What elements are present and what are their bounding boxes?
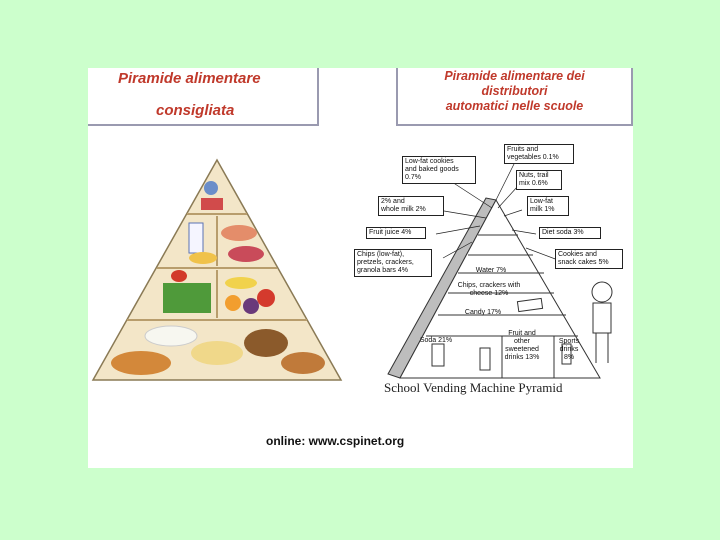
rice-food [144,325,198,347]
callout-lowfat-cookies: Low-fat cookies and baked goods 0.7% [402,156,476,184]
apple-food [257,289,275,307]
vegetables-food [163,283,211,313]
child-figure [591,281,613,363]
callout-text: whole milk 2% [381,206,426,213]
right-title-box: Piramide alimentare dei distributori aut… [396,68,633,126]
fish-food [221,225,257,241]
callout-text: 0.7% [405,174,421,181]
callout-text: Low-fat cookies [405,158,454,165]
vending-pyramid-title: School Vending Machine Pyramid [384,380,563,395]
sports-bottle [561,343,572,365]
left-title-line2: consigliata [156,102,235,119]
band-text: sweetened [505,346,539,353]
banana-food [225,277,257,289]
callout-text: and baked goods [405,166,459,173]
drink-bottle [479,347,491,371]
right-title-line3: automatici nelle scuole [445,99,584,113]
food-pyramid-illustration [91,158,343,381]
callout-whole-milk: 2% and whole milk 2% [378,196,444,216]
slide-content: Piramide alimentare consigliata Piramide… [88,68,633,468]
soda-can [431,343,445,367]
pasta-food [191,341,243,365]
callout-text: Fruits and [507,146,539,153]
band-text: cheese 12% [469,290,509,297]
right-title-line2: distributori [481,84,548,98]
band-chips-cheese: Chips, crackers with cheese 12% [444,282,534,298]
right-title-line1: Piramide alimentare dei [444,69,585,83]
grapes-food [243,298,259,314]
band-text: drinks 13% [504,354,540,361]
callout-text: Chips (low-fat), [357,251,405,258]
band-fruit-drinks: Fruit and other sweetened drinks 13% [500,330,544,362]
callout-text: Nuts, trail [519,172,549,179]
callout-text: Low-fat [530,198,553,205]
band-text: Sports [558,338,580,345]
milk-food [188,222,204,254]
left-title-line1: Piramide alimentare [118,70,261,87]
callout-text: vegetables 0.1% [507,154,559,161]
callout-text: milk 1% [530,206,555,213]
band-text: other [514,338,530,345]
callout-text: Fruit juice 4% [369,229,412,236]
meat-food [228,246,264,262]
band-text: Chips, crackers with [457,282,521,289]
sweets-food [204,181,218,195]
callout-chips: Chips (low-fat), pretzels, crackers, gra… [354,249,432,277]
callout-text: snack cakes 5% [558,259,609,266]
callout-cookies: Cookies and snack cakes 5% [555,249,623,269]
callout-text: 2% and [381,198,405,205]
callout-nuts: Nuts, trail mix 0.6% [516,170,562,190]
callout-fruit-juice: Fruit juice 4% [366,227,426,239]
band-text: 8% [563,354,575,361]
rolls-food [281,352,325,374]
band-candy: Candy 17% [464,309,502,316]
callout-text: granola bars 4% [357,267,408,274]
source-link[interactable]: online: www.cspinet.org [266,434,405,448]
callout-text: pretzels, crackers, [357,259,414,266]
band-text: Fruit and [508,330,536,337]
callout-diet-soda: Diet soda 3% [539,227,601,239]
vending-pyramid-diagram [387,155,613,379]
candy-wrapper [516,297,544,313]
band-soda: Soda 21% [419,337,453,344]
callout-text: Cookies and [558,251,597,258]
callout-fruits-vegetables: Fruits and vegetables 0.1% [504,144,574,164]
left-title-box: Piramide alimentare consigliata [88,68,319,126]
loaf-food [244,329,288,357]
callout-text: mix 0.6% [519,180,548,187]
bread-food [111,351,171,375]
band-water: Water 7% [475,267,507,274]
band-sports-drinks: Sports drinks 8% [554,338,584,362]
callout-lowfat-milk: Low-fat milk 1% [527,196,569,216]
callout-text: Diet soda 3% [542,229,584,236]
band-text: drinks [559,346,579,353]
tomato-food [171,270,187,282]
cheese-food [189,252,217,264]
orange-food [225,295,241,311]
candy-food [201,198,223,210]
